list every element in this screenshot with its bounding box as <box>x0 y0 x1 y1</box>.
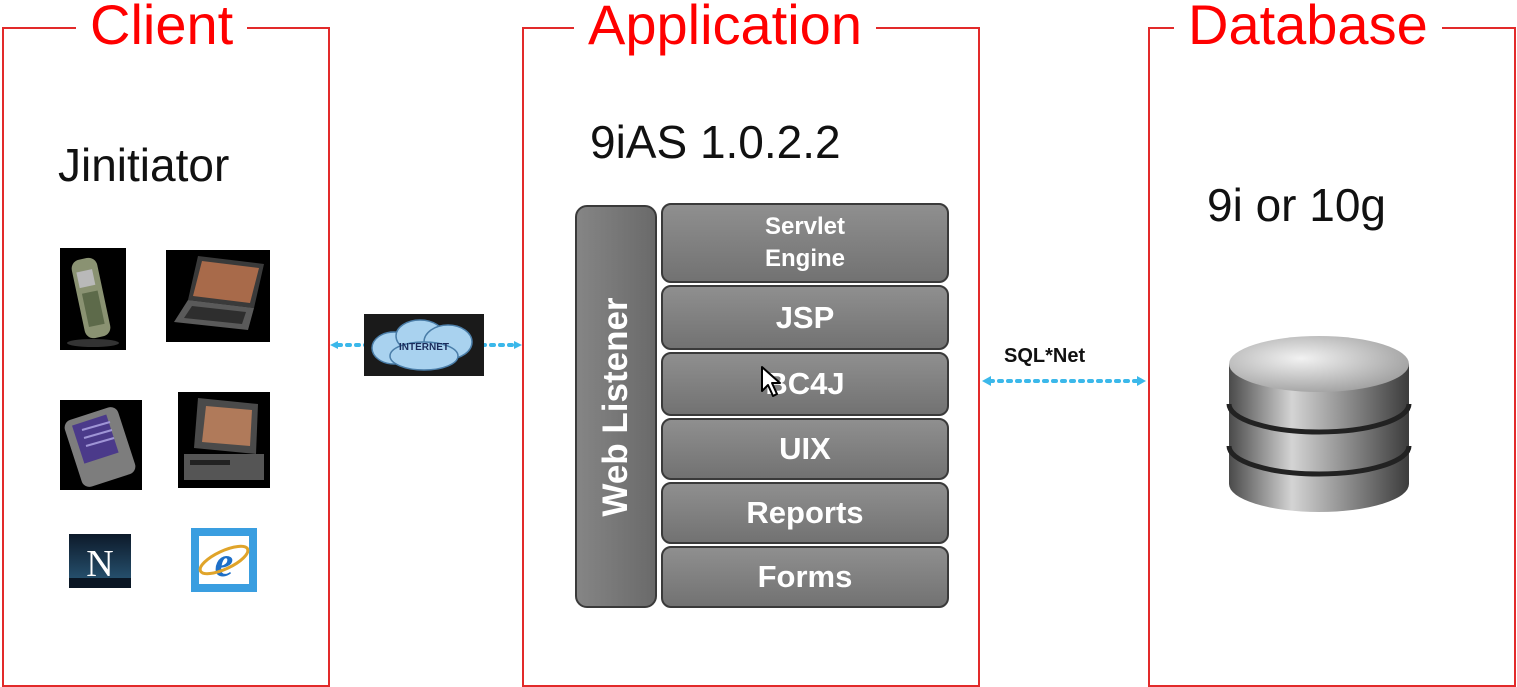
desktop-computer-icon <box>178 392 270 493</box>
client-label: Jinitiator <box>58 139 230 191</box>
web-listener-block: Web Listener <box>575 205 657 608</box>
application-panel: Application <box>522 0 980 687</box>
mouse-cursor-icon <box>761 366 781 397</box>
uix-label: UIX <box>779 431 831 466</box>
netscape-icon: N <box>69 534 131 593</box>
jsp-label: JSP <box>775 299 835 335</box>
forms-label: Forms <box>757 559 853 594</box>
web-listener-label: Web Listener <box>596 296 635 517</box>
jsp-block: JSP <box>661 285 949 350</box>
application-label: 9iAS 1.0.2.2 <box>590 116 841 168</box>
sqlnet-label: SQL*Net <box>1004 345 1086 367</box>
servlet-engine-line1: Servlet <box>764 213 846 240</box>
forms-block: Forms <box>661 546 949 608</box>
internet-label: INTERNET <box>399 342 449 353</box>
database-cylinder-icon <box>1226 334 1412 523</box>
database-title: Database <box>1174 0 1442 57</box>
bc4j-block: BC4J <box>661 352 949 416</box>
servlet-engine-line2: Engine <box>764 245 845 272</box>
reports-block: Reports <box>661 482 949 544</box>
pda-icon <box>60 400 142 495</box>
uix-block: UIX <box>661 418 949 480</box>
servlet-engine-block: Servlet Engine <box>661 203 949 283</box>
client-title: Client <box>76 0 248 57</box>
database-label: 9i or 10g <box>1207 179 1387 231</box>
app-database-connector <box>982 376 1146 386</box>
database-panel: Database <box>1148 0 1516 687</box>
internet-explorer-icon: e <box>191 528 257 597</box>
mobile-phone-icon <box>60 248 126 355</box>
client-panel: Client <box>2 0 330 687</box>
laptop-icon <box>166 250 270 347</box>
application-title: Application <box>574 0 876 57</box>
reports-label: Reports <box>746 495 864 530</box>
netscape-letter: N <box>86 543 113 585</box>
internet-cloud-icon: INTERNET <box>364 314 484 381</box>
